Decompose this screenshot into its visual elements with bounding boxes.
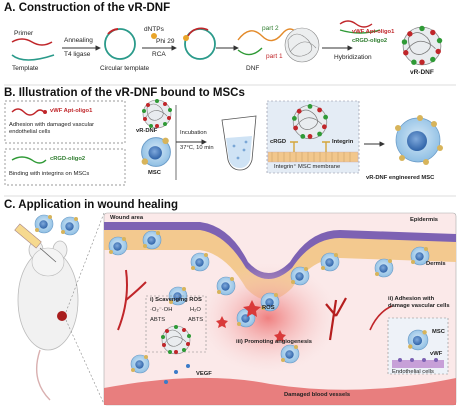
adhesion-text: Adhesion with damaged vascular endotheli… xyxy=(9,122,95,135)
wound-area-label: Wound area xyxy=(110,215,144,221)
integrin-label: Integrin xyxy=(332,139,354,145)
incubation-label: Incubation xyxy=(180,130,207,136)
hybridization-label: Hybridization xyxy=(334,54,372,61)
circular-template-label: Circular template xyxy=(100,65,150,72)
water-label: H₂O xyxy=(190,307,201,313)
dntps-label: dNTPs xyxy=(144,26,164,33)
vr-dnf-label-b: vR-DNF xyxy=(136,128,158,134)
apt-oligo1-label: vWF Apt-oligo1 xyxy=(352,29,395,35)
dermis-label: Dermis xyxy=(426,261,446,267)
vr-dnf-label-a: vR-DNF xyxy=(410,69,434,76)
vwf-label: vWF xyxy=(430,351,443,357)
incubation-condition: 37°C, 10 min xyxy=(180,145,214,151)
ligase-label: T4 ligase xyxy=(64,51,91,58)
phi29-label: Phi 29 xyxy=(156,38,175,45)
crgd-oligo2-label: cRGD-oligo2 xyxy=(352,38,388,44)
radicals-label: ·O₂⁻·OH xyxy=(150,307,173,313)
apt-oligo1-legend: vWF Apt-oligo1 xyxy=(50,108,93,114)
engineered-msc-label: vR-DNF engineered MSC xyxy=(366,175,435,181)
primer-label: Primer xyxy=(14,30,34,37)
section-b-title: B. Illustration of the vR-DNF bound to M… xyxy=(4,87,245,99)
msc-label-c: MSC xyxy=(432,329,445,335)
crgd-oligo2-legend: cRGD-oligo2 xyxy=(50,156,86,162)
crgd-label: cRGD xyxy=(270,139,287,145)
abts-oxidized-label: ABTS xyxy=(188,317,204,323)
vegf-label: VEGF xyxy=(196,371,212,377)
endothelial-label: Endothelial cells xyxy=(392,369,434,375)
rca-label: RCA xyxy=(152,51,166,58)
part1-label: part 1 xyxy=(266,53,283,60)
epidermis-label: Epidermis xyxy=(410,217,439,223)
section-c-title: C. Application in wound healing xyxy=(4,199,178,211)
msc-label-b: MSC xyxy=(148,170,161,176)
binding-text: Binding with integrins on MSCs xyxy=(9,171,90,177)
abts-reduced-label: ABTS xyxy=(150,317,166,323)
damaged-vessels-label: Damaged blood vessels xyxy=(284,392,351,398)
membrane-label: Integrin⁺ MSC membrane xyxy=(274,164,341,170)
angiogenesis-label: iii) Promoting angiogenesis xyxy=(236,339,313,345)
dnf-label: DNF xyxy=(246,65,260,72)
template-label: Template xyxy=(12,65,39,72)
ros-label: ROS xyxy=(262,305,275,311)
section-a-title: A. Construction of the vR-DNF xyxy=(4,2,171,14)
adhesion-title: ii) Adhesion with damage vascular cells xyxy=(388,296,450,309)
scavenging-label: i) Scavenging ROS xyxy=(150,297,202,303)
part2-label: part 2 xyxy=(262,25,279,32)
annealing-label: Annealing xyxy=(64,37,93,44)
